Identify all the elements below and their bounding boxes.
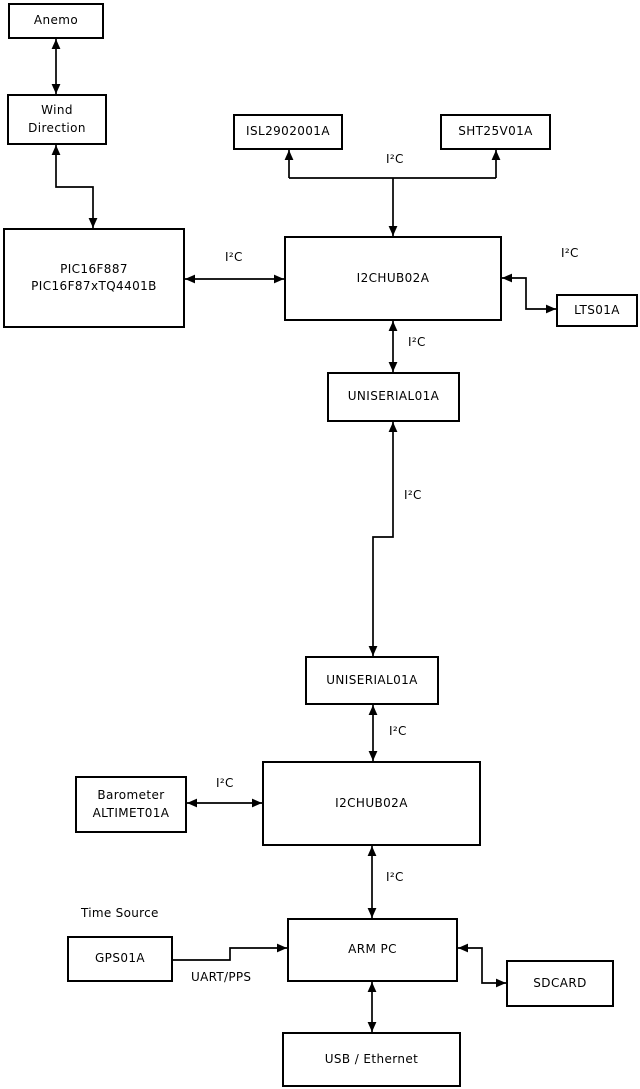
node-anemo: Anemo [8,3,104,39]
node-pic16f887: PIC16F887 PIC16F87xTQ4401B [3,228,185,328]
edge-label-uart-pps: UART/PPS [191,970,252,984]
node-uniserial01a-lower: UNISERIAL01A [305,656,439,705]
time-source-label: Time Source [81,906,159,920]
edge-arm-sdcard [458,943,506,988]
edge-label-i2c-uniserial-hub2: I²C [389,724,407,738]
edge-gps-arm [173,943,287,961]
edge-label-i2c-hub2-arm: I²C [386,870,404,884]
edge-hub1-lts [502,273,556,314]
edge-label-i2c-hub1-uniserial: I²C [408,335,426,349]
node-wind-direction: Wind Direction [7,94,107,145]
edge-uni1-uni2 [368,422,398,656]
node-lts01a: LTS01A [556,294,638,327]
edge-label-i2c-hub-lts: I²C [561,246,579,260]
node-sht25v01a: SHT25V01A [440,114,551,150]
node-isl2902001a: ISL2902001A [233,114,343,150]
node-i2chub02a-top: I2CHUB02A [284,236,502,321]
node-sdcard: SDCARD [506,960,614,1007]
node-barometer-altimet01a: Barometer ALTIMET01A [75,776,187,833]
node-i2chub02a-bottom: I2CHUB02A [262,761,481,846]
node-gps01a: GPS01A [67,936,173,982]
edge-label-i2c-sensor-branch: I²C [386,152,404,166]
edge-wind-pic [51,145,98,228]
node-usb-ethernet: USB / Ethernet [282,1032,461,1087]
node-uniserial01a-upper: UNISERIAL01A [327,372,460,422]
edge-label-i2c-pic-hub: I²C [225,250,243,264]
node-arm-pc: ARM PC [287,918,458,982]
edge-label-i2c-uniserial-link: I²C [404,488,422,502]
edge-label-i2c-baro-hub2: I²C [216,776,234,790]
